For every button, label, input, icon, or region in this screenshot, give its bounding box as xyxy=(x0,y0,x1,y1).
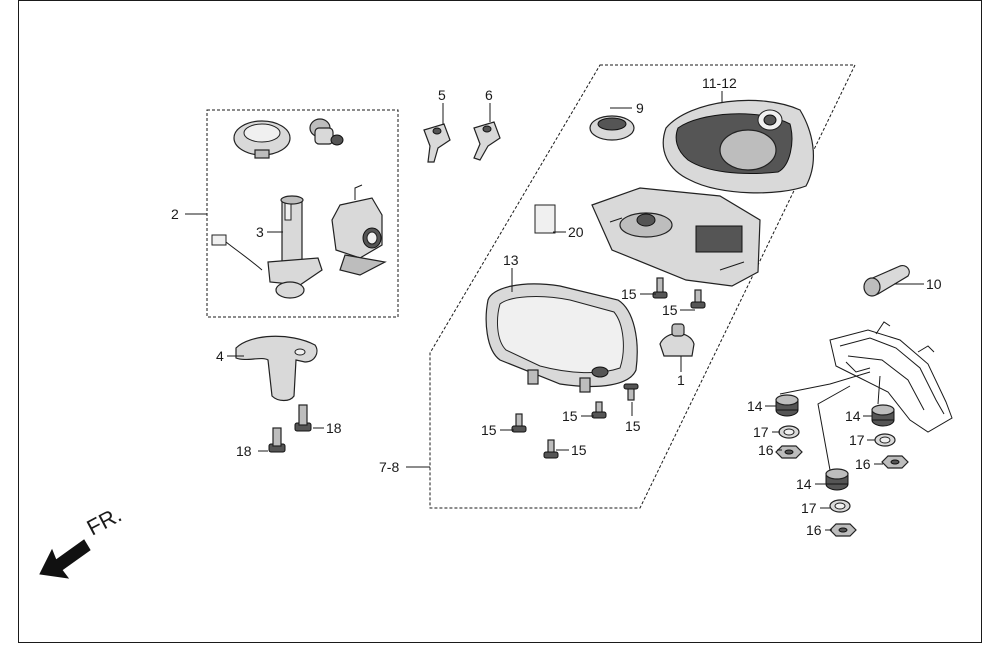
callout-18-a: 18 xyxy=(326,420,342,436)
screw-15-e xyxy=(511,413,527,433)
grommet-9-part xyxy=(589,115,635,141)
bracket-part xyxy=(235,335,318,402)
meter-cover-part xyxy=(662,99,814,194)
socket-1-part xyxy=(659,323,695,357)
callout-15-b: 15 xyxy=(662,302,678,318)
callout-1: 1 xyxy=(677,372,685,388)
meter-case-part xyxy=(485,283,638,393)
callout-15-e: 15 xyxy=(481,422,497,438)
label-20-part xyxy=(534,204,556,234)
pin-10-part xyxy=(863,265,910,297)
callout-2: 2 xyxy=(171,206,179,222)
nut-16-a xyxy=(775,445,803,459)
screw-15-b xyxy=(690,289,706,309)
screw-15-d xyxy=(591,401,607,419)
front-arrow-icon xyxy=(39,539,91,579)
meter-assembly-outline xyxy=(429,64,856,509)
lock-housing-part xyxy=(331,184,387,276)
callout-16-a: 16 xyxy=(758,442,774,458)
direction-label: FR. xyxy=(83,502,126,541)
diagram-frame xyxy=(18,0,982,643)
rubber-14-c xyxy=(825,468,849,491)
key-5-part xyxy=(423,123,451,163)
callout-16-c: 16 xyxy=(806,522,822,538)
leader-lines xyxy=(185,91,924,531)
ignition-switch-part xyxy=(211,195,323,299)
callout-17-a: 17 xyxy=(753,424,769,440)
callout-4: 4 xyxy=(216,348,224,364)
callout-3: 3 xyxy=(256,224,264,240)
callout-15-a: 15 xyxy=(621,286,637,302)
rubber-14-a xyxy=(775,394,799,417)
callout-13: 13 xyxy=(503,252,519,268)
callout-14-a: 14 xyxy=(747,398,763,414)
bolt-18-lower xyxy=(268,427,286,453)
callout-7-8: 7-8 xyxy=(379,459,399,475)
cap-part xyxy=(233,120,291,159)
washer-17-a xyxy=(778,425,800,439)
callout-10: 10 xyxy=(926,276,942,292)
callout-18-b: 18 xyxy=(236,443,252,459)
callout-14-c: 14 xyxy=(796,476,812,492)
callout-15-f: 15 xyxy=(571,442,587,458)
nut-16-b xyxy=(881,455,909,469)
screw-15-a xyxy=(652,277,668,299)
rubber-14-b xyxy=(871,404,895,427)
washer-17-b xyxy=(874,433,896,447)
callout-20: 20 xyxy=(568,224,584,240)
cap-knob-part xyxy=(309,118,344,146)
callout-16-b: 16 xyxy=(855,456,871,472)
callout-15-c: 15 xyxy=(625,418,641,434)
nut-16-c xyxy=(829,523,857,537)
callout-5: 5 xyxy=(438,87,446,103)
screw-15-f xyxy=(543,439,559,459)
callout-15-d: 15 xyxy=(562,408,578,424)
callout-14-b: 14 xyxy=(845,408,861,424)
callout-9: 9 xyxy=(636,100,644,116)
screw-15-c xyxy=(623,383,639,401)
bolt-18-upper xyxy=(294,404,312,432)
callout-17-c: 17 xyxy=(801,500,817,516)
meter-body-part xyxy=(591,187,761,287)
key-6-part xyxy=(473,121,501,161)
callout-11-12: 11-12 xyxy=(702,75,737,91)
washer-17-c xyxy=(829,499,851,513)
callout-17-b: 17 xyxy=(849,432,865,448)
callout-6: 6 xyxy=(485,87,493,103)
